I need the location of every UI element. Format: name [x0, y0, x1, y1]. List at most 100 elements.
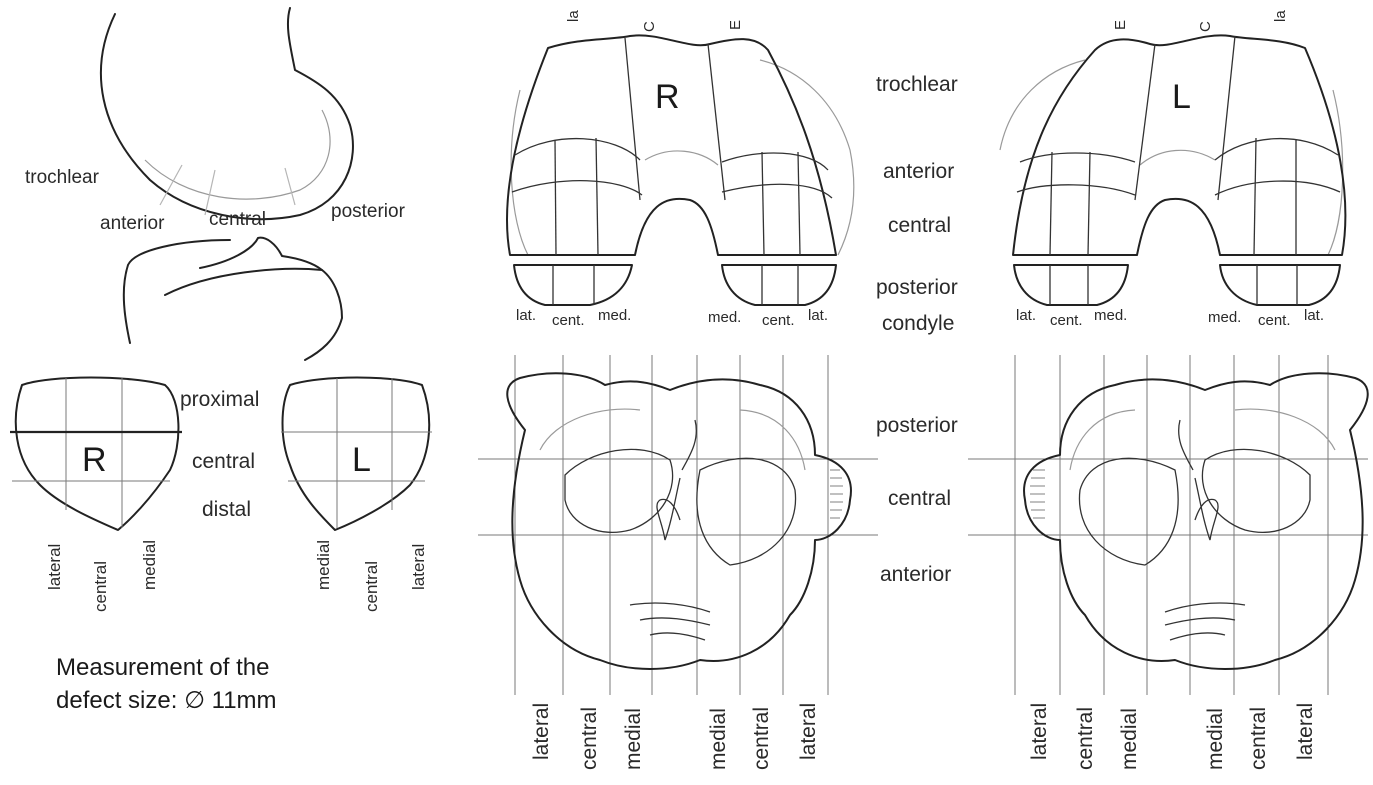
- femur-row-central: central: [888, 214, 951, 237]
- tibia-left-col: lateral: [1294, 703, 1317, 760]
- tibia-left-map: [968, 355, 1368, 695]
- femur-grid-line: [596, 138, 598, 255]
- femur-grid-line: [1215, 181, 1340, 195]
- tibia-left-col: central: [1074, 707, 1097, 770]
- tibia-right-col: medial: [707, 708, 730, 770]
- tibia-plateau: [165, 269, 342, 360]
- tibia-outline: [124, 240, 230, 343]
- tibia-right-grid: [478, 355, 878, 695]
- condyle-label: cent.: [1050, 312, 1083, 329]
- femur-row-trochlear: trochlear: [876, 73, 958, 96]
- tibia-left-tuberosity: [1165, 603, 1245, 640]
- femur-right-top-tick: la: [565, 10, 582, 22]
- tibia-right-col: central: [578, 707, 601, 770]
- femur-grid-line: [1020, 153, 1135, 162]
- condyle-label: med.: [598, 307, 631, 324]
- tibia-right-col: central: [750, 707, 773, 770]
- femur-grid-line: [798, 152, 800, 255]
- femur-right-top-tick: E: [727, 20, 744, 30]
- tibia-left-col: lateral: [1028, 703, 1051, 760]
- condyle-right-a: [514, 265, 632, 305]
- patella-distal-label: distal: [202, 498, 251, 521]
- tibia-right-tuberosity: [630, 603, 710, 640]
- condyle-left-b: [1220, 265, 1340, 305]
- tibia-left-col: central: [1247, 707, 1270, 770]
- tibia-right-col: lateral: [797, 703, 820, 760]
- tibia-left-col: medial: [1118, 708, 1141, 770]
- femur-outline: [101, 8, 353, 219]
- condyle-left-a: [1014, 265, 1128, 305]
- femur-right-top-tick: C: [641, 21, 658, 32]
- femur-right-shadow: [511, 60, 854, 255]
- femur-grid-line: [762, 152, 764, 255]
- tibia-right-col: medial: [622, 708, 645, 770]
- tibia-right-outline: [507, 373, 851, 669]
- femur-grid-line: [555, 140, 556, 255]
- femur-left-top-tick: C: [1197, 21, 1214, 32]
- condyle-label: med.: [1208, 309, 1241, 326]
- patella-right-col-medial: medial: [140, 540, 159, 590]
- sagittal-central-label: central: [209, 209, 266, 230]
- tibia-right-medial-plateau: [697, 458, 796, 565]
- tibia-right-map: [478, 355, 878, 695]
- patella-left-col-central: central: [362, 561, 381, 612]
- tibia-left-col: medial: [1204, 708, 1227, 770]
- tibia-right-eminence: [657, 420, 696, 540]
- femur-trochlea-line: [1218, 36, 1235, 200]
- sagittal-trochlear-label: trochlear: [25, 167, 100, 188]
- tibia-left-hatch: [1030, 470, 1045, 518]
- condyle-label: lat.: [516, 307, 536, 324]
- condyle-label: cent.: [762, 312, 795, 329]
- tibia-right-col: lateral: [530, 703, 553, 760]
- patella-proximal-label: proximal: [180, 388, 259, 411]
- sagittal-knee-view: trochlear anterior central posterior: [25, 8, 406, 360]
- patella-outline: [200, 238, 322, 270]
- condyle-label: med.: [708, 309, 741, 326]
- femur-grid-line: [515, 139, 640, 160]
- patella-right-col-lateral: lateral: [45, 544, 64, 590]
- tibia-left-medial-plateau: [1079, 458, 1178, 565]
- femur-left-condyles: lat. cent. med. med. cent. lat.: [1014, 265, 1340, 329]
- femur-trochlea-line: [625, 38, 640, 200]
- tibia-row-anterior: anterior: [880, 563, 951, 586]
- femur-grid-line: [1017, 185, 1135, 195]
- femur-trochlea-line: [708, 44, 725, 200]
- tibia-right-hatch: [830, 470, 843, 518]
- femur-grid-line: [1050, 152, 1052, 255]
- femur-inner-contour: [145, 110, 330, 199]
- tibia-left-outline: [1024, 373, 1368, 669]
- femur-right-condyles: lat. cent. med. med. cent. lat.: [514, 265, 836, 329]
- femur-row-anterior: anterior: [883, 160, 954, 183]
- patella-right-letter: R: [82, 441, 107, 479]
- tibia-left-eminence: [1179, 420, 1218, 540]
- sagittal-anterior-label: anterior: [100, 213, 165, 234]
- femur-left-top-tick: E: [1112, 20, 1129, 30]
- tibia-row-posterior: posterior: [876, 414, 958, 437]
- femur-right-letter: R: [655, 78, 680, 116]
- condyle-right-b: [722, 265, 836, 305]
- condyle-label: cent.: [1258, 312, 1291, 329]
- femur-left-map: L E C la: [1000, 10, 1345, 255]
- patella-left-col-medial: medial: [314, 540, 333, 590]
- femur-row-posterior: posterior: [876, 276, 958, 299]
- femur-left-top-tick: la: [1272, 10, 1289, 22]
- patella-central-label: central: [192, 450, 255, 473]
- patella-right-map: R: [10, 378, 182, 531]
- patella-left-letter: L: [352, 441, 371, 479]
- patella-left-map: L: [281, 378, 432, 531]
- femur-trochlea-line: [1135, 44, 1155, 200]
- condyle-label: lat.: [808, 307, 828, 324]
- patella-right-col-central: central: [91, 561, 110, 612]
- region-divider: [285, 168, 295, 205]
- condyle-label: lat.: [1016, 307, 1036, 324]
- condyle-label: med.: [1094, 307, 1127, 324]
- tibia-row-central: central: [888, 487, 951, 510]
- femur-left-letter: L: [1172, 78, 1191, 116]
- femur-grid-line: [1215, 139, 1338, 160]
- patella-left-col-lateral: lateral: [409, 544, 428, 590]
- sagittal-posterior-label: posterior: [331, 201, 406, 222]
- femur-grid-line: [1088, 152, 1090, 255]
- measurement-line-2: defect size: ∅ 11mm: [56, 687, 277, 714]
- measurement-line-1: Measurement of the: [56, 654, 269, 681]
- tibia-left-lateral-plateau: [1202, 449, 1310, 532]
